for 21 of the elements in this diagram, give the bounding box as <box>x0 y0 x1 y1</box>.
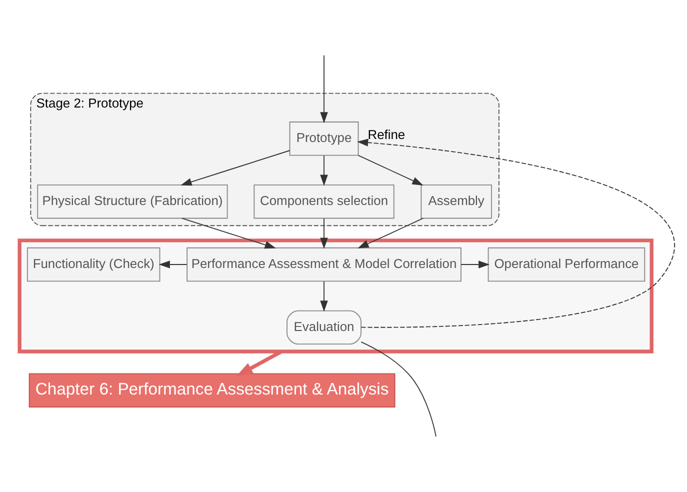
arrow <box>180 150 290 186</box>
edge-label: Refine <box>368 127 406 142</box>
arrow <box>356 138 674 328</box>
connector <box>360 341 436 437</box>
node-box: Components selection <box>254 184 394 219</box>
arrow <box>320 54 328 124</box>
node-box: Chapter 6: Performance Assessment & Analysis <box>28 373 396 408</box>
node-box: Functionality (Check) <box>26 247 160 282</box>
node-box: Evaluation <box>286 310 362 345</box>
arrow <box>320 218 328 249</box>
node-box: Physical Structure (Fabrication) <box>37 184 228 219</box>
node-box: Assembly <box>420 184 492 219</box>
arrow <box>158 260 188 268</box>
arrow <box>460 260 490 268</box>
arrow <box>358 155 424 186</box>
node-box: Operational Performance <box>488 247 646 282</box>
arrow <box>320 155 328 186</box>
arrow <box>358 218 424 248</box>
arrow <box>320 281 328 312</box>
node-box: Performance Assessment & Model Correlation <box>186 247 462 282</box>
node-box: Prototype <box>289 122 359 156</box>
